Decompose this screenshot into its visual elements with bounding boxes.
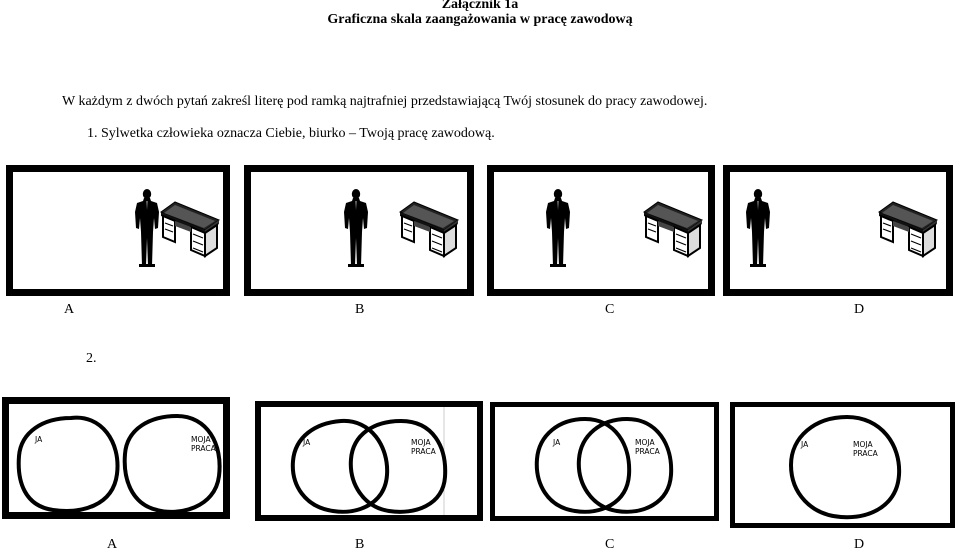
person-icon [344,189,368,267]
q2-option-b[interactable]: B [355,537,365,552]
q1-frame-a [6,165,230,296]
question-1-text: 1. Sylwetka człowieka oznacza Ciebie, bi… [87,126,495,141]
self-circle [290,418,390,514]
q2-option-c[interactable]: C [605,537,615,552]
q1-option-a[interactable]: A [64,302,75,317]
desk-icon [878,201,938,257]
q2-option-d[interactable]: D [854,537,865,552]
q2-frame-d: JA MOJA PRACA [730,402,955,528]
label-work-2: PRACA [635,447,661,456]
person-icon [746,189,770,267]
desk-icon [160,201,220,257]
q2-frame-a: JA MOJA PRACA [2,397,230,519]
work-circle [348,418,448,514]
label-work-1: MOJA [191,435,211,444]
person-icon [546,189,570,267]
self-circle [16,415,120,513]
q2-frame-b: JA MOJA PRACA [255,401,483,521]
q1-option-b[interactable]: B [355,302,365,317]
label-self: JA [552,438,561,447]
label-work-2: PRACA [853,449,879,458]
q1-scene-d [746,189,938,267]
label-self: JA [800,440,809,449]
q2-option-a[interactable]: A [107,537,118,552]
q1-frame-d [723,165,953,296]
work-circle [122,413,222,514]
q2-circles-b: JA MOJA PRACA [290,407,448,515]
q1-scene-c [546,189,703,267]
label-self: JA [302,438,311,447]
q2-frame-c: JA MOJA PRACA [490,402,719,521]
q1-frame-b [244,165,474,296]
label-work-2: PRACA [411,447,437,456]
label-work-1: MOJA [853,440,873,449]
instruction-text: W każdym z dwóch pytań zakreśl literę po… [62,94,708,109]
q1-option-d[interactable]: D [854,302,865,317]
label-work-2: PRACA [191,444,217,453]
q1-frame-c [487,165,715,296]
merged-circle [788,414,902,520]
label-work-1: MOJA [635,438,655,447]
desk-icon [399,201,459,257]
q1-scene-b [344,189,459,267]
self-circle [534,416,632,514]
q2-circles-d: JA MOJA PRACA [788,414,902,520]
q2-circles-c: JA MOJA PRACA [534,416,674,514]
label-self: JA [34,435,43,444]
q1-option-c[interactable]: C [605,302,615,317]
document-subtitle: Graficzna skala zaangażowania w pracę za… [327,12,633,27]
desk-icon [643,201,703,257]
person-icon [135,189,159,267]
q1-scene-a [135,189,220,267]
q2-circles-a: JA MOJA PRACA [16,413,222,514]
work-circle [576,416,674,514]
document-title: Załącznik 1a [441,0,519,12]
question-2-number: 2. [86,351,97,366]
label-work-1: MOJA [411,438,431,447]
